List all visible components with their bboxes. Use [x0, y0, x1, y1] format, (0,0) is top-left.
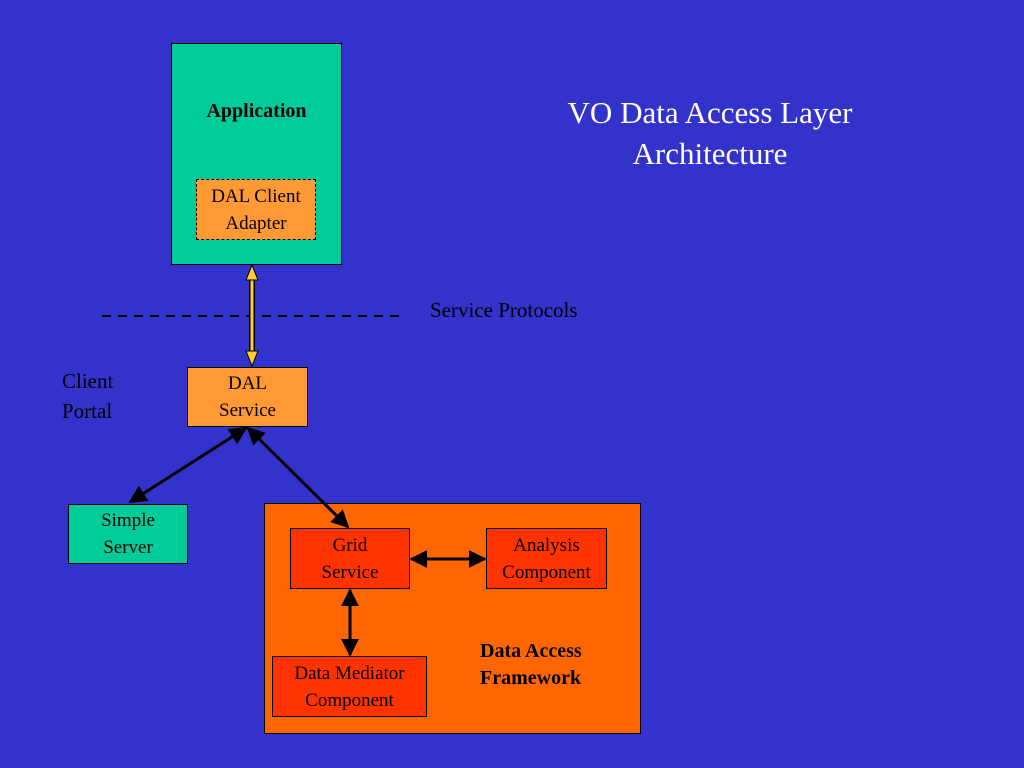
simple-server-box: Simple Server	[68, 504, 188, 564]
data-mediator-line-1: Data Mediator	[294, 662, 405, 684]
framework-label-line-2: Framework	[480, 667, 582, 689]
simple-server-line-2: Server	[103, 537, 153, 558]
dal-service-line-1: DAL	[227, 373, 268, 394]
dal-service-line-2: Service	[219, 400, 276, 421]
application-label: Application	[206, 100, 307, 122]
dal-client-adapter-box: DAL Client Adapter	[196, 179, 316, 240]
page-title: VO Data Access Layer Architecture	[520, 92, 900, 174]
simple-server-line-1: Simple	[101, 510, 155, 531]
dal-client-line-1: DAL Client	[211, 185, 301, 207]
client-portal-label: Client Portal	[62, 366, 113, 426]
analysis-component-line-2: Component	[502, 561, 591, 583]
dal-grid-service-arrow	[246, 426, 350, 529]
data-access-framework-label: Data Access Framework	[480, 638, 582, 692]
grid-service-line-1: Grid	[332, 534, 368, 556]
title-line-2: Architecture	[632, 136, 788, 171]
analysis-component-line-1: Analysis	[513, 534, 580, 556]
service-protocols-label: Service Protocols	[430, 298, 578, 322]
data-mediator-component-box: Data Mediator Component	[272, 656, 427, 717]
grid-service-line-2: Service	[321, 561, 379, 583]
client-portal-line-1: Client	[62, 369, 114, 393]
app-dal-service-double-arrow	[245, 263, 259, 368]
client-portal-line-2: Portal	[62, 399, 113, 423]
data-mediator-line-2: Component	[305, 689, 394, 711]
dal-service-box: DAL Service	[187, 367, 308, 427]
title-line-1: VO Data Access Layer	[567, 95, 853, 130]
dal-simple-server-arrow	[128, 426, 248, 504]
dal-client-line-2: Adapter	[225, 212, 287, 234]
framework-label-line-1: Data Access	[480, 640, 582, 662]
